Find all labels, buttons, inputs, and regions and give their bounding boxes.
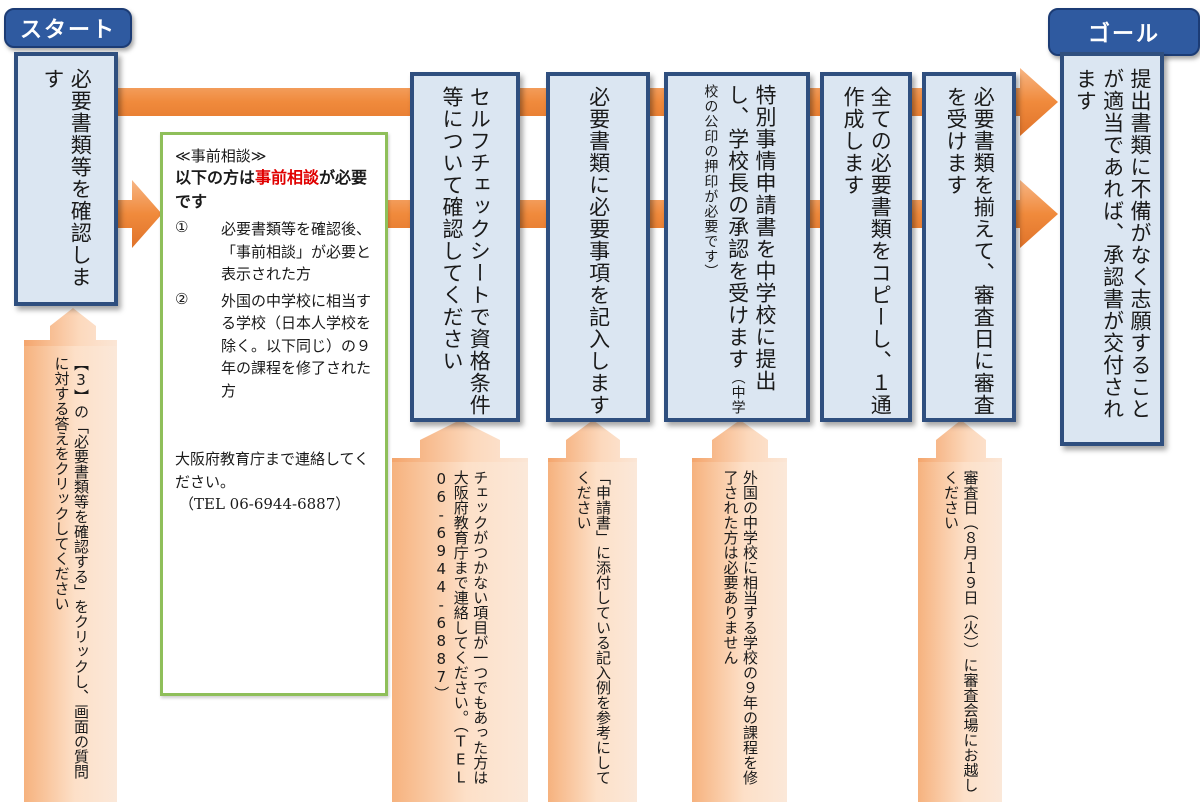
goal-label: ゴール — [1048, 8, 1200, 56]
step-2-box: セルフチェックシートで資格条件等について確認してください — [410, 72, 520, 422]
note-up-arrow-4 — [692, 420, 787, 462]
consult-item-1-text: 必要書類等を確認後、「事前相談」が必要と表示された方 — [221, 220, 372, 283]
consult-item-1-num: ① — [175, 218, 189, 236]
start-label: スタート — [4, 8, 132, 48]
note-up-arrow-2 — [392, 420, 528, 462]
note-5-box: 審査日（８月１９日（火））に審査会場にお越しください — [918, 462, 1002, 802]
step-3-box: 必要書類に必要事項を記入します — [546, 72, 650, 422]
note-up-arrow-5 — [918, 420, 1002, 462]
step-1-text: 必要書類等を確認します — [41, 68, 93, 288]
consult-item-2-num: ② — [175, 289, 189, 308]
step-7-text: 提出書類に不備がなく志願することが適当であれば、承認書が交付されます — [1073, 68, 1152, 420]
consult-box: ≪事前相談≫ 以下の方は事前相談が必要です ① 必要書類等を確認後、「事前相談」… — [160, 132, 388, 696]
step-2-text: セルフチェックシートで資格条件等について確認してください — [440, 86, 492, 416]
step-6-text: 必要書類を揃えて、審査日に審査を受けます — [944, 86, 996, 416]
note-1-box: 【3】の「必要書類等を確認する」をクリックし、画面の質問に対する答えをクリックし… — [24, 346, 117, 802]
step-5-box: 全ての必要書類をコピーし、１通作成します — [820, 72, 912, 422]
step-4-box: 特別事情申請書を中学校に提出し、学校長の承認を受けます（中学校の公印の押印が必要… — [664, 72, 810, 422]
consult-heading: ≪事前相談≫ — [175, 147, 267, 165]
consult-item-2: ② 外国の中学校に相当する学校（日本人学校を除く。以下同じ）の９年の課程を修了さ… — [175, 290, 373, 403]
consult-item-1: ① 必要書類等を確認後、「事前相談」が必要と表示された方 — [175, 218, 373, 286]
consult-lead-before: 以下の方は — [175, 168, 256, 187]
step-3-text: 必要書類に必要事項を記入します — [586, 86, 611, 416]
step-5-text: 全ての必要書類をコピーし、１通作成します — [841, 86, 893, 416]
consult-tel: （TEL 06-6944-6887） — [179, 495, 351, 513]
note-up-arrow-1 — [24, 308, 117, 346]
step-4-text: 特別事情申請書を中学校に提出し、学校長の承認を受けます — [725, 84, 777, 392]
note-3-box: 「申請書」に添付している記入例を参考にしてください — [548, 462, 637, 802]
note-2-box: チェックがつかない項目が一つでもあった方は大阪府教育庁まで連絡してください。（T… — [392, 462, 528, 802]
step-4-subtext: （中学校の公印の押印が必要です） — [702, 84, 746, 415]
note-3-text: 「申請書」に添付している記入例を参考にしてください — [574, 470, 613, 785]
step-1-box: 必要書類等を確認します — [14, 52, 118, 306]
note-4-box: 外国の中学校に相当する学校の９年の課程を修了された方は必要ありません — [692, 462, 787, 802]
consult-contact: 大阪府教育庁まで連絡してください。 — [175, 450, 370, 491]
step-7-box: 提出書類に不備がなく志願することが適当であれば、承認書が交付されます — [1060, 52, 1164, 446]
consult-lead-after: が必要です — [175, 168, 368, 211]
note-up-arrow-3 — [548, 420, 637, 462]
note-2-text: チェックがつかない項目が一つでもあった方は大阪府教育庁まで連絡してください。（T… — [432, 470, 490, 787]
consult-lead-highlight: 事前相談 — [255, 168, 320, 187]
consult-lead: 以下の方は事前相談が必要です — [175, 166, 373, 214]
consult-arrow — [118, 180, 162, 248]
consult-item-2-text: 外国の中学校に相当する学校（日本人学校を除く。以下同じ）の９年の課程を修了された… — [221, 291, 372, 400]
note-1-text: 【3】の「必要書類等を確認する」をクリックし、画面の質問に対する答えをクリックし… — [52, 356, 91, 779]
note-4-text: 外国の中学校に相当する学校の９年の課程を修了された方は必要ありません — [721, 470, 760, 785]
note-5-text: 審査日（８月１９日（火））に審査会場にお越しください — [942, 470, 980, 793]
step-6-box: 必要書類を揃えて、審査日に審査を受けます — [922, 72, 1016, 422]
